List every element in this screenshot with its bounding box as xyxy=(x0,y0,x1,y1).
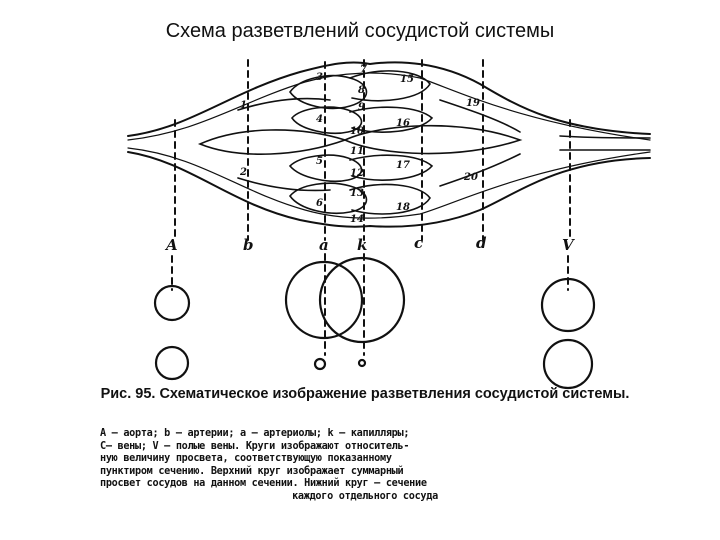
vessel-number: 10 xyxy=(350,126,364,137)
section-letter-labels: A b a k c d V xyxy=(164,234,575,254)
circle-vena-cava-single xyxy=(542,338,594,390)
circle-arterioles-total xyxy=(284,260,364,340)
figure-title: Рис. 95. Схематическое изображение разве… xyxy=(100,386,630,402)
circle-vena-cava-total xyxy=(540,277,596,333)
vessel-number: 8 xyxy=(358,85,365,96)
vessel-number: 15 xyxy=(400,74,414,85)
circle-capillary-single xyxy=(357,358,367,368)
vessel-number: 1 xyxy=(240,100,247,111)
vessel-number: 6 xyxy=(316,198,323,209)
vessel-number: 19 xyxy=(466,98,480,109)
vessel-number-labels: 1 2 3 4 5 6 7 8 9 10 11 12 13 14 15 16 1… xyxy=(239,64,480,225)
vessel-number: 5 xyxy=(316,156,323,167)
vessel-number: 2 xyxy=(239,167,247,178)
cross-section-circles xyxy=(153,256,596,390)
vessel-number: 3 xyxy=(316,72,323,83)
circle-aorta-total xyxy=(153,284,191,322)
vessel-number: 16 xyxy=(396,118,410,129)
vessel-number: 18 xyxy=(396,202,410,213)
slide-title: Схема разветвлений сосудистой системы xyxy=(165,20,555,42)
caption-line: ную величину просвета, соответствующую п… xyxy=(100,453,392,465)
caption-line: каждого отдельного сосуда xyxy=(292,490,438,502)
circle-capillaries-total xyxy=(318,256,406,344)
section-label-arteries: b xyxy=(243,236,254,254)
section-label-vena-cava: V xyxy=(562,236,575,254)
vessel-number: 13 xyxy=(350,188,364,199)
section-label-small-veins: d xyxy=(476,234,487,252)
circle-aorta-single xyxy=(154,345,190,381)
caption-line: пунктиром сечению. Верхний круг изобража… xyxy=(100,465,404,477)
vessel-number: 20 xyxy=(463,172,478,183)
section-label-veins: c xyxy=(414,234,423,252)
vessel-number: 4 xyxy=(316,114,323,125)
caption-line: A — аорта; b — артерии; a — артериолы; k… xyxy=(100,428,410,439)
vessel-number: 7 xyxy=(360,64,367,75)
vessel-number: 9 xyxy=(358,102,365,113)
vessel-number: 14 xyxy=(350,214,364,225)
section-lines xyxy=(171,59,571,356)
section-label-arterioles: a xyxy=(319,236,329,254)
vessel-number: 17 xyxy=(396,160,410,171)
vessel-number: 12 xyxy=(350,168,364,179)
section-label-aorta: A xyxy=(164,236,178,254)
section-label-capillaries: k xyxy=(357,236,367,254)
capillary-network xyxy=(197,70,651,215)
circle-arteriole-single xyxy=(313,357,327,371)
caption-line: просвет сосудов на данном сечении. Нижни… xyxy=(100,478,427,490)
vessel-outline xyxy=(127,61,651,228)
vessel-number: 11 xyxy=(350,146,364,157)
figure-caption: A — аорта; b — артерии; a — артериолы; k… xyxy=(100,428,630,504)
caption-line: C— вены; V — полые вены. Круги изображаю… xyxy=(100,440,410,452)
